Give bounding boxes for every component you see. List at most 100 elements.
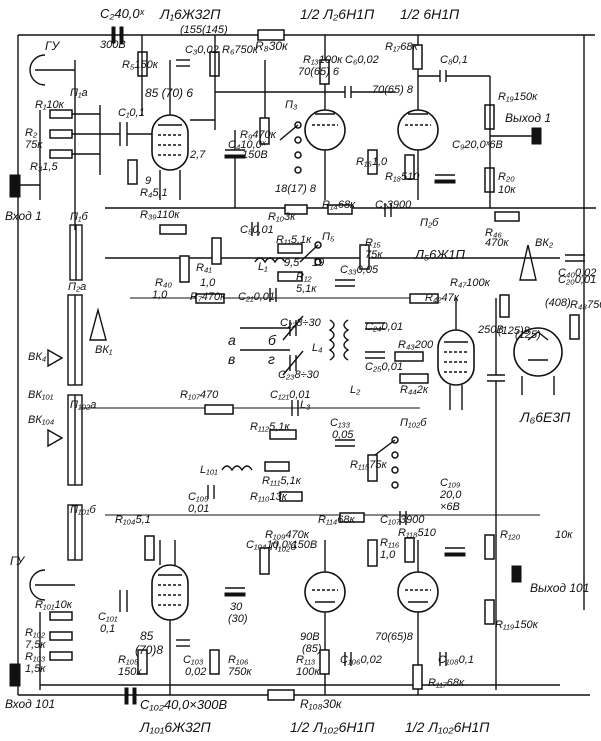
capacitor-c9 [434, 174, 456, 184]
label-c109w: ×6В [440, 501, 460, 513]
resistor-r4 [127, 159, 138, 185]
capacitor-c23 [282, 350, 304, 376]
label-gu-top: ГУ [45, 39, 60, 53]
gu-socket-top [29, 54, 76, 230]
output-101-jack [511, 565, 522, 583]
label-c104: C₁₀₄10,0ˣ150В [246, 539, 318, 551]
coil-l1 [254, 257, 286, 264]
label-c106: C₁₀₆0,02 [340, 654, 382, 666]
capacitor-c5 [251, 222, 259, 236]
label-a: а [228, 332, 236, 348]
label-l102a: 1/2 Л₁₀₂6Н1П [290, 719, 375, 735]
resistor-r117 [412, 664, 423, 690]
label-r103: R₁₀₃ [25, 651, 46, 663]
switch-p2a [67, 294, 83, 386]
resistor-block-r1-r3 [39, 105, 101, 200]
label-c2: C₂40,0ˣ [100, 6, 145, 21]
label-r5: R₅150к [122, 59, 158, 71]
label-r110: R₁₁₀13к [250, 491, 287, 503]
resistor-r39 [159, 224, 187, 235]
label-p5: П₅ [322, 231, 335, 243]
label-r12: R₁₂ [296, 271, 312, 283]
indicator-vk4 [47, 348, 64, 368]
label-r8: R₈30к [255, 39, 288, 53]
capacitor-c2 [111, 26, 124, 44]
label-v85: (85) [302, 643, 322, 655]
label-c4: C₄10,0ˣ [228, 139, 266, 151]
label-c109: C₁₀₉ [440, 477, 461, 489]
resistor-r111 [264, 461, 290, 472]
label-l1-tube: Л₁6Ж32П [160, 6, 221, 22]
label-pinrow: 70(65)8 [375, 631, 413, 643]
resistor-r7 [195, 293, 225, 304]
capacitor-c28 [487, 298, 505, 690]
label-out101: Выход 101 [530, 581, 590, 595]
capacitor-c3 [176, 59, 190, 67]
label-r106: R₁₀₆ [228, 654, 249, 666]
input-jack-101 [9, 663, 21, 687]
capacitor-c133 [335, 439, 355, 447]
resistor-r118 [404, 537, 415, 563]
label-r39: R₃₉110к [140, 209, 180, 221]
label-r20v: 10к [498, 184, 516, 196]
gu-socket-bottom [29, 569, 75, 601]
label-p102a: П₁₀₂а [70, 399, 97, 411]
label-c8: C₈0,1 [440, 54, 468, 66]
label-v250: 250В [478, 324, 504, 336]
label-l1: L₁ [258, 261, 268, 273]
label-r116v: 1,0 [380, 549, 396, 561]
resistor-r43 [394, 351, 424, 362]
resistor-r15 [359, 244, 370, 270]
label-c5: C₅0,01 [240, 224, 274, 236]
label-r102: R₁₀₂ [25, 627, 46, 639]
input-jack-1 [9, 174, 40, 198]
tube-l5 [437, 298, 475, 410]
label-l3: L₃ [300, 399, 311, 411]
label-r107: R₁₀₇470 [180, 389, 219, 401]
label-pin27: 2,7 [190, 149, 206, 161]
label-c25: C₂₅0,01 [365, 361, 403, 373]
label-c23: C₂₃8÷30 [278, 369, 319, 381]
label-c24: C₂₄0,01 [365, 321, 403, 333]
tube-l1 [151, 60, 189, 200]
label-r106v: 750к [228, 666, 252, 678]
label-r40v: 1,0 [152, 289, 168, 301]
capacitor-c105 [207, 485, 215, 499]
label-c20: C₂₀0,01 [558, 274, 597, 286]
label-c133: C₁₃₃ [330, 417, 351, 429]
capacitor-c108 [439, 652, 447, 666]
capacitor-c8 [418, 70, 490, 82]
label-c33: C₃₃0,05 [340, 264, 379, 276]
label-r44: R₄₄2к [400, 384, 429, 396]
label-c103: C₁₀₃ [183, 654, 204, 666]
resistor-r48 [569, 314, 580, 340]
label-r2v: 75к [25, 139, 43, 151]
label-c4v: 150В [242, 149, 268, 161]
label-r17: R₁₇68к [385, 41, 418, 53]
label-c2v: 300В [100, 39, 126, 51]
capacitor-c109 [444, 547, 466, 557]
label-c133v: 0,05 [332, 429, 354, 441]
label-r105: R₁₀₅ [118, 654, 139, 666]
label-r4pin: 9 [145, 175, 152, 187]
label-r13b: 70(65) 8 [372, 84, 413, 96]
capacitor-c4 [224, 130, 246, 208]
label-out1: Выход 1 [505, 111, 552, 125]
label-c6: C₆0,02 [345, 54, 379, 66]
tube-l101 [151, 540, 189, 695]
label-pins85b: 85 [140, 629, 154, 643]
label-c22: C₂₂8÷30 [280, 317, 321, 329]
switch-p102b [374, 436, 399, 489]
resistor-r10 [284, 204, 308, 215]
label-r48: R₄₈750к [570, 299, 601, 311]
switch-p3 [279, 121, 302, 174]
label-r105v: 150к [118, 666, 142, 678]
label-c107: C₁₀₇3900 [380, 514, 425, 526]
label-pin95: 9,5 [284, 257, 300, 269]
switch-p102a [67, 394, 83, 486]
label-c121: C₁₂₁0,01 [270, 389, 311, 401]
label-r18: R₁₈510 [385, 171, 420, 183]
switch-p101b [67, 504, 83, 561]
label-r114: R₁₁₄68к [318, 514, 355, 526]
